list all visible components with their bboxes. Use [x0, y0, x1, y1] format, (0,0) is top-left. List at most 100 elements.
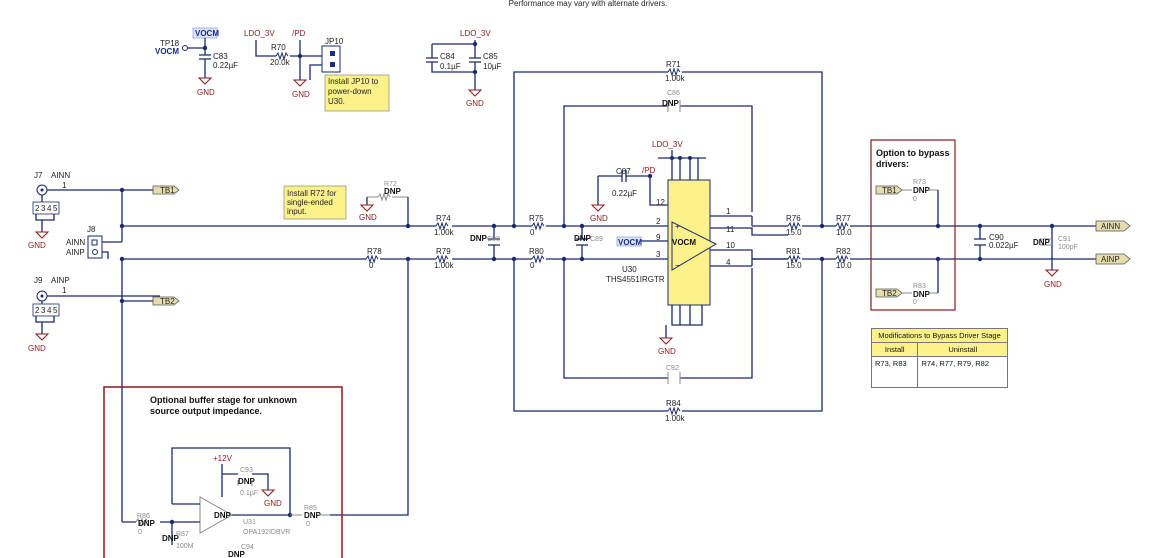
- r87-dnp-label: DNP: [162, 534, 180, 543]
- r79-value: 1.00k: [434, 261, 455, 270]
- r71-label: R71: [666, 60, 681, 69]
- u30-pin3: 3: [656, 250, 661, 259]
- ldo3v-label-b: LDO_3V: [460, 29, 491, 38]
- j7-pin4: 4: [47, 204, 52, 213]
- r77-resistor: [835, 221, 849, 231]
- c89-label: C89: [590, 236, 603, 243]
- r78-label: R78: [367, 247, 382, 256]
- r81-resistor: [787, 254, 801, 264]
- r85-label: R85: [304, 505, 317, 512]
- svg-text:+: +: [675, 222, 680, 231]
- c87-value: 0.22µF: [612, 189, 637, 198]
- jp10-note: [324, 74, 390, 112]
- bypass-modifications-table: Modifications to Bypass Driver Stage Ins…: [870, 328, 1008, 388]
- c93-label: C93: [240, 467, 253, 474]
- u30-pin11: 11: [726, 225, 735, 234]
- j7-ainn-label: AINN: [51, 171, 70, 180]
- j9-pin4: 4: [47, 306, 52, 315]
- j9-pin3: 3: [41, 306, 46, 315]
- r70-value: 20.0k: [270, 58, 291, 67]
- ainp-output-text: AINP: [1101, 255, 1120, 264]
- j9-pin1: 1: [62, 286, 67, 295]
- r80-resistor: [531, 254, 545, 264]
- r74-resistor: [435, 221, 449, 231]
- u30-pin4: 4: [726, 258, 731, 267]
- c86-dnp-label: DNP: [662, 99, 680, 108]
- j7-pin5: 5: [53, 204, 58, 213]
- r75-label: R75: [529, 214, 544, 223]
- r84-resistor: [667, 406, 681, 416]
- j9-label: J9: [34, 276, 43, 285]
- tb1-flag-bypass: [875, 185, 903, 195]
- u30-pin2: 2: [656, 217, 661, 226]
- c93-value: 0.1µF: [240, 490, 258, 497]
- r87-value: 100M: [176, 543, 194, 550]
- bypass-title-line1: Option to bypass: [876, 148, 950, 158]
- r82-value: 10.0: [836, 261, 852, 270]
- jp10-block: LDO_3V /PD R70 20.0k JP10 GND Install JP…: [244, 29, 390, 112]
- r78-value: 0: [369, 261, 374, 270]
- r80-value: 0: [530, 261, 535, 270]
- r82-resistor: [835, 254, 849, 264]
- table-cell-uninstall: R74, R77, R79, R82: [917, 356, 1008, 388]
- j8-ainn-label: AINN: [66, 238, 85, 247]
- r78-resistor: [365, 254, 379, 264]
- r76-resistor: [787, 221, 801, 231]
- j9-connector-block: J9 AINP 1 2 3 4 5 GND: [28, 276, 160, 353]
- gnd-label-u30: GND: [658, 347, 676, 356]
- ldo3v-label-a: LDO_3V: [244, 29, 275, 38]
- tb2-flag-left: [152, 296, 180, 306]
- r84-value: 1.00k: [665, 414, 686, 423]
- table-header-uninstall: Uninstall: [917, 342, 1008, 357]
- j9-pin5: 5: [53, 306, 58, 315]
- u31-dnp-label: DNP: [214, 511, 232, 520]
- c90-label: C90: [989, 233, 1004, 242]
- tp18-testpoint: [182, 45, 188, 51]
- j8-label: J8: [87, 225, 96, 234]
- buffer-stage-box: [103, 386, 343, 558]
- u30-pin12: 12: [656, 198, 665, 207]
- r72-note: [283, 185, 347, 220]
- vocm-flag-text: VOCM: [195, 29, 219, 38]
- c89-dnp-label: DNP: [574, 234, 592, 243]
- r70-label: R70: [271, 43, 286, 52]
- tb2-flag-bypass-text: TB2: [882, 289, 897, 298]
- j7-connector-block: J7 AINN 1 2 3 4 5 GND: [28, 171, 160, 250]
- gnd-label-c85: GND: [466, 99, 484, 108]
- r84-label: R84: [666, 399, 681, 408]
- r72-dnp: R72 DNP GND: [359, 181, 411, 229]
- svg-text:−: −: [675, 261, 680, 270]
- r75-resistor: [531, 221, 545, 231]
- r77-value: 10.0: [836, 228, 852, 237]
- u31-opamp-triangle: [199, 496, 234, 534]
- c90-value: 0.022µF: [989, 241, 1019, 250]
- r73-label: R73: [913, 179, 926, 186]
- gnd-label: GND: [197, 88, 215, 97]
- r86-label: R86: [137, 513, 150, 520]
- c84-value: 0.1µF: [440, 62, 461, 71]
- u31-label: U31: [243, 519, 256, 526]
- j7-pin2: 2: [35, 204, 40, 213]
- gnd-label-r72: GND: [359, 213, 377, 222]
- r85-dnp-label: DNP: [304, 511, 322, 520]
- jp10-note-line2: power-down: [328, 87, 372, 96]
- c86-label: C86: [667, 90, 680, 97]
- c91-value: 100pF: [1058, 244, 1078, 251]
- c92-label: C92: [666, 365, 679, 372]
- r72-note-line2: single-ended: [287, 198, 333, 207]
- c94-dnp-label: DNP: [228, 550, 246, 558]
- gnd-label-jp10: GND: [292, 90, 310, 99]
- r70-resistor: [275, 51, 289, 61]
- j9-ainp-label: AINP: [51, 276, 70, 285]
- c85-label: C85: [483, 52, 498, 61]
- ainn-output-flag: [1095, 220, 1131, 232]
- r71-resistor: [667, 67, 681, 77]
- r83-label: R83: [913, 283, 926, 290]
- u30-pin9: 9: [656, 233, 661, 242]
- j9-pin2: 2: [35, 306, 40, 315]
- jp10-header: [321, 45, 341, 73]
- pd-label-c: /PD: [642, 166, 656, 175]
- r82-label: R82: [836, 247, 851, 256]
- u31-part-number: OPA192IDBVR: [243, 529, 290, 536]
